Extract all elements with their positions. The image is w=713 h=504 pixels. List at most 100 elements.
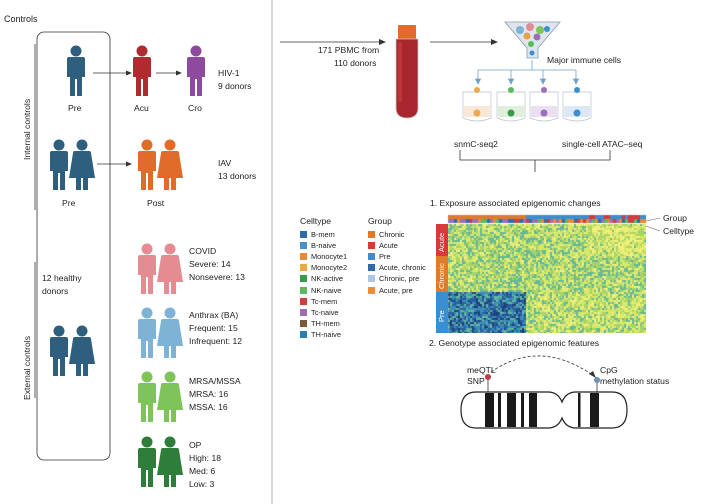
legend-celltype-item: Monocyte1 [300,251,347,261]
legend-celltype-label: TH-mem [311,319,340,329]
legend-group-label: Chronic [379,229,405,239]
legend-group-item: Acute, pre [368,285,413,295]
legend-celltype-swatch [300,308,307,316]
legend-celltype-item: TH-naive [300,330,341,340]
legend-group-item: Chronic [368,229,404,239]
legend-celltype-label: B-naive [311,240,337,250]
anthrax-name: Anthrax (BA) [189,310,239,320]
hiv-pre-label: Pre [68,103,82,113]
assay-atac: single-cell ATAC–seq [562,139,643,149]
controls-title: Controls [4,14,38,24]
op-name: OP [189,440,202,450]
funnel-icon [504,21,561,59]
pbmc-line1: 171 PBMC from [318,45,380,55]
legend-group-swatch [368,264,375,272]
legend-celltype-label: B-mem [311,229,335,239]
healthy-donors-line1: 12 healthy [42,273,82,283]
blood-tube-icon [395,25,419,119]
mrsa-name: MRSA/MSSA [189,376,241,386]
legend-celltype-label: Monocyte1 [311,251,348,261]
chromosome-icon [460,391,628,429]
legend-group-item: Acute, chronic [368,263,426,273]
legend-celltype-label: Tc-naive [311,307,339,317]
pbmc-line2: 110 donors [334,58,377,68]
legend-celltype-label: TH-naive [311,330,341,340]
legend-group-label: Acute, pre [379,285,413,295]
legend-group-label: Acute, chronic [379,263,426,273]
heatmap-celltype-label: Celltype [663,226,695,236]
major-immune-cells-label: Major immune cells [547,55,622,65]
hiv-acu-label: Acu [134,103,149,113]
heatmap [436,213,646,333]
healthy-donors-line2: donors [42,286,69,296]
legend-group-label: Chronic, pre [379,274,420,284]
covid-nonsevere: Nonsevere: 13 [189,272,245,282]
heatmap-row-chronic [436,256,448,292]
anthrax-frequent: Frequent: 15 [189,323,238,333]
assay-snmc: snmC-seq2 [454,139,498,149]
mrsa-count: MRSA: 16 [189,389,229,399]
legend-celltype-swatch [300,320,307,328]
legend-group-item: Acute [368,240,398,250]
legend-celltype-item: TH-mem [300,319,340,329]
heatmap-row-label-acute: Acute [437,232,446,252]
legend-celltype-swatch [300,275,307,283]
iav-donors: 13 donors [218,171,257,181]
legend-celltype-label: NK-active [311,274,344,284]
covid-name: COVID [189,246,217,256]
legend-group-swatch [368,252,375,260]
legend-celltype-item: NK-naive [300,285,341,295]
legend-celltype-swatch [300,264,307,272]
heatmap-group-label: Group [663,213,687,223]
hiv-name: HIV-1 [218,68,240,78]
iav-post-label: Post [147,198,165,208]
legend-group-item: Pre [368,251,391,261]
op-high: High: 18 [189,453,222,463]
legend-group-label: Acute [379,240,398,250]
op-med: Med: 6 [189,466,216,476]
iav-pre-label: Pre [62,198,76,208]
legend-celltype-item: Tc-naive [300,307,339,317]
legend-celltype-swatch [300,286,307,294]
heatmap-canvas [436,213,646,333]
section1-title: 1. Exposure associated epigenomic change… [430,198,601,208]
legend-group-swatch [368,230,375,238]
sample-tubes-icon [462,87,592,122]
snp-label: SNP [467,376,485,386]
methylation-status-label: methylation status [600,376,670,386]
legend-celltype-item: Monocyte2 [300,263,347,273]
legend-celltype-swatch [300,297,307,305]
legend-group-swatch [368,275,375,283]
anthrax-infrequent: Infrequent: 12 [189,336,243,346]
heatmap-row-acute [436,224,448,256]
legend-group-title: Group [368,216,392,226]
mssa-count: MSSA: 16 [189,402,228,412]
legend-celltype-item: B-naive [300,240,336,250]
op-low: Low: 3 [189,479,215,489]
heatmap-row-pre [436,292,448,333]
meqtl-label: meQTL [467,365,496,375]
legend-celltype-swatch [300,230,307,238]
legend-celltype-label: NK-naive [311,285,342,295]
legend-group-label: Pre [379,251,391,261]
covid-severe: Severe: 14 [189,259,231,269]
legend-celltype-swatch [300,331,307,339]
legend-group-swatch [368,241,375,249]
cpg-label: CpG [600,365,618,375]
hiv-donors: 9 donors [218,81,252,91]
legend-celltype-item: B-mem [300,229,335,239]
legend-celltype-swatch [300,241,307,249]
legend-group-swatch [368,286,375,294]
iav-name: IAV [218,158,232,168]
heatmap-row-label-chronic: Chronic [437,263,446,289]
hiv-cro-label: Cro [188,103,202,113]
legend-celltype-item: NK-active [300,274,343,284]
legend-group-item: Chronic, pre [368,274,419,284]
legend-celltype-label: Tc-mem [311,296,338,306]
legend-celltype-swatch [300,252,307,260]
legend-celltype-item: Tc-mem [300,296,337,306]
legend-celltype-label: Monocyte2 [311,263,348,273]
heatmap-row-label-pre: Pre [437,310,446,322]
